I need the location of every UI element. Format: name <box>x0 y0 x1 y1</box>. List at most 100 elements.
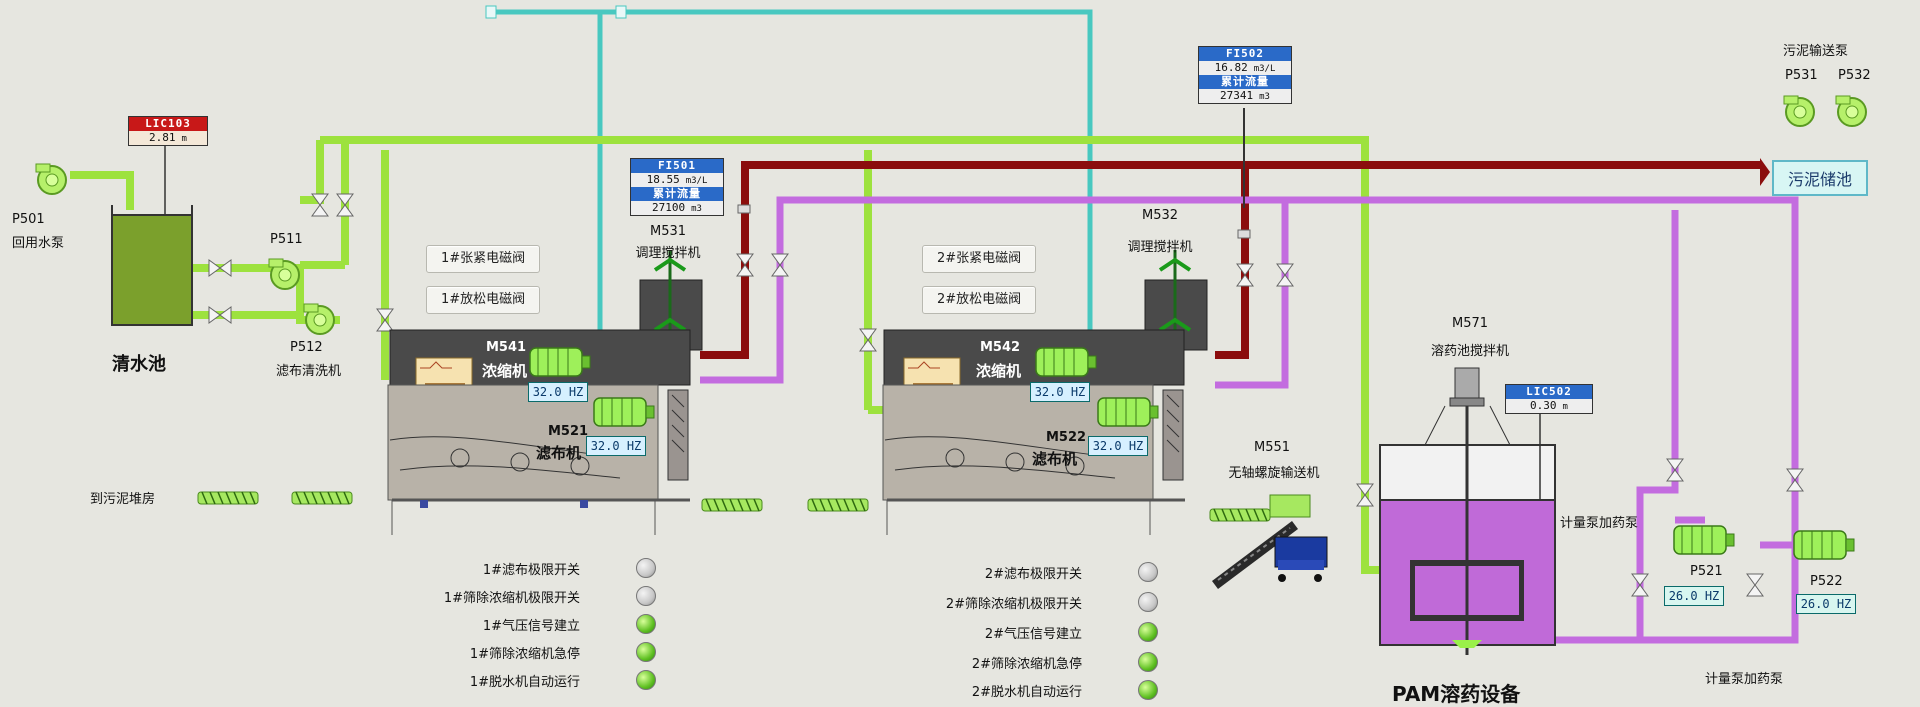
clear-pool-title: 清水池 <box>112 354 166 375</box>
status-label: 1#筛除浓缩机极限开关 <box>443 590 580 606</box>
status-label: 1#筛除浓缩机急停 <box>469 646 580 662</box>
to-sludge-house-label: 到污泥堆房 <box>90 492 156 507</box>
status-lamp-off <box>636 586 656 606</box>
sludge-pump-header: 污泥输送泵 <box>1783 44 1849 59</box>
status-label: 1#气压信号建立 <box>482 618 580 634</box>
status-lamp-off <box>1138 562 1158 582</box>
m542-code: M542 <box>980 340 1021 355</box>
m551-code: M551 <box>1253 440 1291 455</box>
fi501-total-label: 累计流量 <box>631 187 723 201</box>
sludge-cart-icon <box>1274 536 1328 582</box>
fi502-stem <box>1243 108 1245 208</box>
lic103-value-row: 2.81 m <box>129 131 207 145</box>
m541-name: 浓缩机 <box>482 362 528 380</box>
status-lamp-on <box>636 614 656 634</box>
water-pipes <box>70 136 1385 574</box>
status-1-4: 1#筛除浓缩机急停 <box>440 642 656 662</box>
status-label: 2#滤布极限开关 <box>984 566 1082 582</box>
m551-name: 无轴螺旋输送机 <box>1228 466 1320 481</box>
m521-code: M521 <box>548 424 589 439</box>
fi502-tag: FI502 <box>1199 47 1291 61</box>
p531-code: P531 <box>1785 68 1818 83</box>
p522-hz[interactable]: 26.0 HZ <box>1796 594 1856 614</box>
p512-code: P512 <box>290 340 323 355</box>
p501-code: P501 <box>12 212 45 227</box>
fi502-total-unit: m3 <box>1259 92 1270 102</box>
m571-code: M571 <box>1451 316 1489 331</box>
m542-name: 浓缩机 <box>976 362 1022 380</box>
clear-water-tank <box>111 140 193 326</box>
status-lamp-on <box>1138 622 1158 642</box>
status-2-4: 2#筛除浓缩机急停 <box>942 652 1158 672</box>
m541-motor-icon[interactable] <box>529 347 591 377</box>
fi502-total-label: 累计流量 <box>1199 75 1291 89</box>
p511-code: P511 <box>270 232 303 247</box>
lic502-unit: m <box>1562 402 1568 412</box>
status-lamp-on <box>1138 652 1158 672</box>
m521-name: 滤布机 <box>536 444 582 462</box>
status-lamp-on <box>636 642 656 662</box>
status-2-1: 2#滤布极限开关 <box>942 562 1158 582</box>
m542-hz[interactable]: 32.0 HZ <box>1030 382 1090 402</box>
lic502-tag: LIC502 <box>1506 385 1592 399</box>
fi502-value: 16.82 <box>1214 61 1248 74</box>
status-label: 2#气压信号建立 <box>984 626 1082 642</box>
m521-motor-icon[interactable] <box>593 397 655 427</box>
fi501-total-unit: m3 <box>691 204 702 214</box>
m541-hz[interactable]: 32.0 HZ <box>528 382 588 402</box>
dosing-pump-label-1: 计量泵加药泵 <box>1560 516 1639 531</box>
m532-name: 调理搅拌机 <box>1127 240 1193 255</box>
line1-tension-valve-button[interactable]: 1#张紧电磁阀 <box>426 245 541 273</box>
line2-tension-valve-button[interactable]: 2#张紧电磁阀 <box>922 245 1037 273</box>
m522-hz[interactable]: 32.0 HZ <box>1088 436 1148 456</box>
pam-tank <box>1379 367 1556 655</box>
p521-hz[interactable]: 26.0 HZ <box>1664 586 1724 606</box>
m542-motor-icon[interactable] <box>1035 347 1097 377</box>
lic103-unit: m <box>181 134 187 144</box>
lic103-value: 2.81 <box>149 131 176 144</box>
status-2-5: 2#脱水机自动运行 <box>942 680 1158 700</box>
fi502-total: 27341 <box>1220 89 1254 102</box>
m531-name: 调理搅拌机 <box>635 246 701 261</box>
m522-motor-icon[interactable] <box>1097 397 1159 427</box>
fi501-tag: FI501 <box>631 159 723 173</box>
sludge-arrow <box>1760 158 1770 186</box>
p512-name: 滤布清洗机 <box>276 364 342 379</box>
status-lamp-on <box>636 670 656 690</box>
status-label: 2#脱水机自动运行 <box>971 684 1082 700</box>
status-1-5: 1#脱水机自动运行 <box>440 670 656 690</box>
fi501-total: 27100 <box>652 201 686 214</box>
status-2-3: 2#气压信号建立 <box>942 622 1158 642</box>
sludge-valves[interactable] <box>736 204 1254 287</box>
m532-code: M532 <box>1141 208 1179 223</box>
chem-pipes <box>700 196 1799 644</box>
cyan-pipes <box>485 5 1093 330</box>
status-1-3: 1#气压信号建立 <box>440 614 656 634</box>
m522-code: M522 <box>1046 430 1087 445</box>
status-1-1: 1#滤布极限开关 <box>440 558 656 578</box>
line2-release-valve-button[interactable]: 2#放松电磁阀 <box>922 286 1037 314</box>
dosing-pump-label-2: 计量泵加药泵 <box>1705 672 1784 687</box>
p522-code: P522 <box>1810 574 1843 589</box>
status-lamp-off <box>636 558 656 578</box>
fi501-total-row: 27100 m3 <box>631 201 723 215</box>
sludge-tank-label: 污泥储池 <box>1772 160 1869 196</box>
fi502-total-row: 27341 m3 <box>1199 89 1291 103</box>
m521-hz[interactable]: 32.0 HZ <box>586 436 646 456</box>
m522-name: 滤布机 <box>1032 450 1078 468</box>
fi501-value: 18.55 <box>646 173 680 186</box>
p521-code: P521 <box>1690 564 1723 579</box>
status-1-2: 1#筛除浓缩机极限开关 <box>440 586 656 606</box>
status-lamp-on <box>1138 680 1158 700</box>
status-label: 2#筛除浓缩机急停 <box>971 656 1082 672</box>
line1-release-valve-button[interactable]: 1#放松电磁阀 <box>426 286 541 314</box>
m531-code: M531 <box>649 224 687 239</box>
